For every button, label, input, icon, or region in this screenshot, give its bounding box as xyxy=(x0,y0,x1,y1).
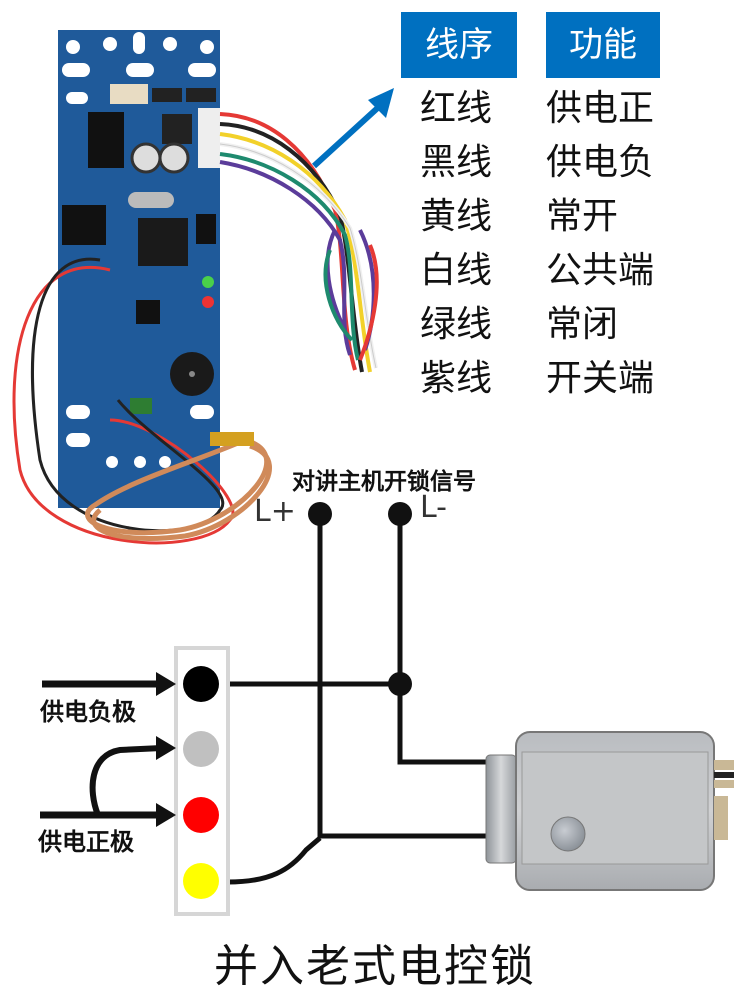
intercom-unlock-signal-title: 对讲主机开锁信号 xyxy=(292,469,476,495)
l-plus-label: L+ xyxy=(254,494,296,529)
wire-bundle xyxy=(219,112,379,373)
diagram-caption: 并入老式电控锁 xyxy=(214,941,536,992)
wire-color-cell: 白线 xyxy=(420,250,493,291)
pin-yellow xyxy=(183,863,219,899)
circuit-wires xyxy=(227,514,500,885)
l-minus-label: L- xyxy=(420,490,448,525)
eeprom-chip xyxy=(62,205,106,245)
terminal-block xyxy=(174,646,230,916)
capacitor xyxy=(130,142,162,174)
power-arrows xyxy=(40,672,176,827)
wire-color-cell: 黑线 xyxy=(420,142,493,183)
pointer-arrow xyxy=(311,88,394,169)
relay xyxy=(88,112,124,168)
pcb-holes xyxy=(62,32,216,468)
lock-button xyxy=(550,816,586,852)
electric-lock xyxy=(485,731,734,891)
l-plus-terminal xyxy=(308,502,332,526)
wire-color-cell: 黄线 xyxy=(420,196,493,237)
wire-function-cell: 开关端 xyxy=(546,358,655,399)
red-led xyxy=(202,296,214,308)
header-function: 功能 xyxy=(546,12,660,78)
antenna-coil xyxy=(85,437,272,541)
jst-connector xyxy=(110,84,148,104)
wire-function-cell: 供电正 xyxy=(546,88,655,129)
wire-function-cell: 供电负 xyxy=(546,142,655,183)
pin-black xyxy=(183,666,219,702)
pin-red xyxy=(183,797,219,833)
wire-function-cell: 常闭 xyxy=(546,304,619,345)
l-minus-terminal xyxy=(388,502,412,526)
wire-color-cell: 红线 xyxy=(420,88,493,129)
header-wire-order: 线序 xyxy=(401,12,517,78)
coil-tape xyxy=(210,432,254,446)
crystal xyxy=(128,192,174,208)
wire-function-cell: 公共端 xyxy=(546,250,655,291)
wire-header xyxy=(198,108,220,168)
pin-gray xyxy=(183,731,219,767)
junction-node xyxy=(388,672,412,696)
mcu-chip xyxy=(138,218,188,266)
power-leads xyxy=(12,257,235,545)
positive-supply-label: 供电正极 xyxy=(38,828,134,856)
capacitor xyxy=(158,142,190,174)
wire-color-cell: 紫线 xyxy=(420,358,493,399)
green-led xyxy=(202,276,214,288)
wire-color-cell: 绿线 xyxy=(420,304,493,345)
wire-function-cell: 常开 xyxy=(546,196,619,237)
negative-supply-label: 供电负极 xyxy=(40,698,136,726)
